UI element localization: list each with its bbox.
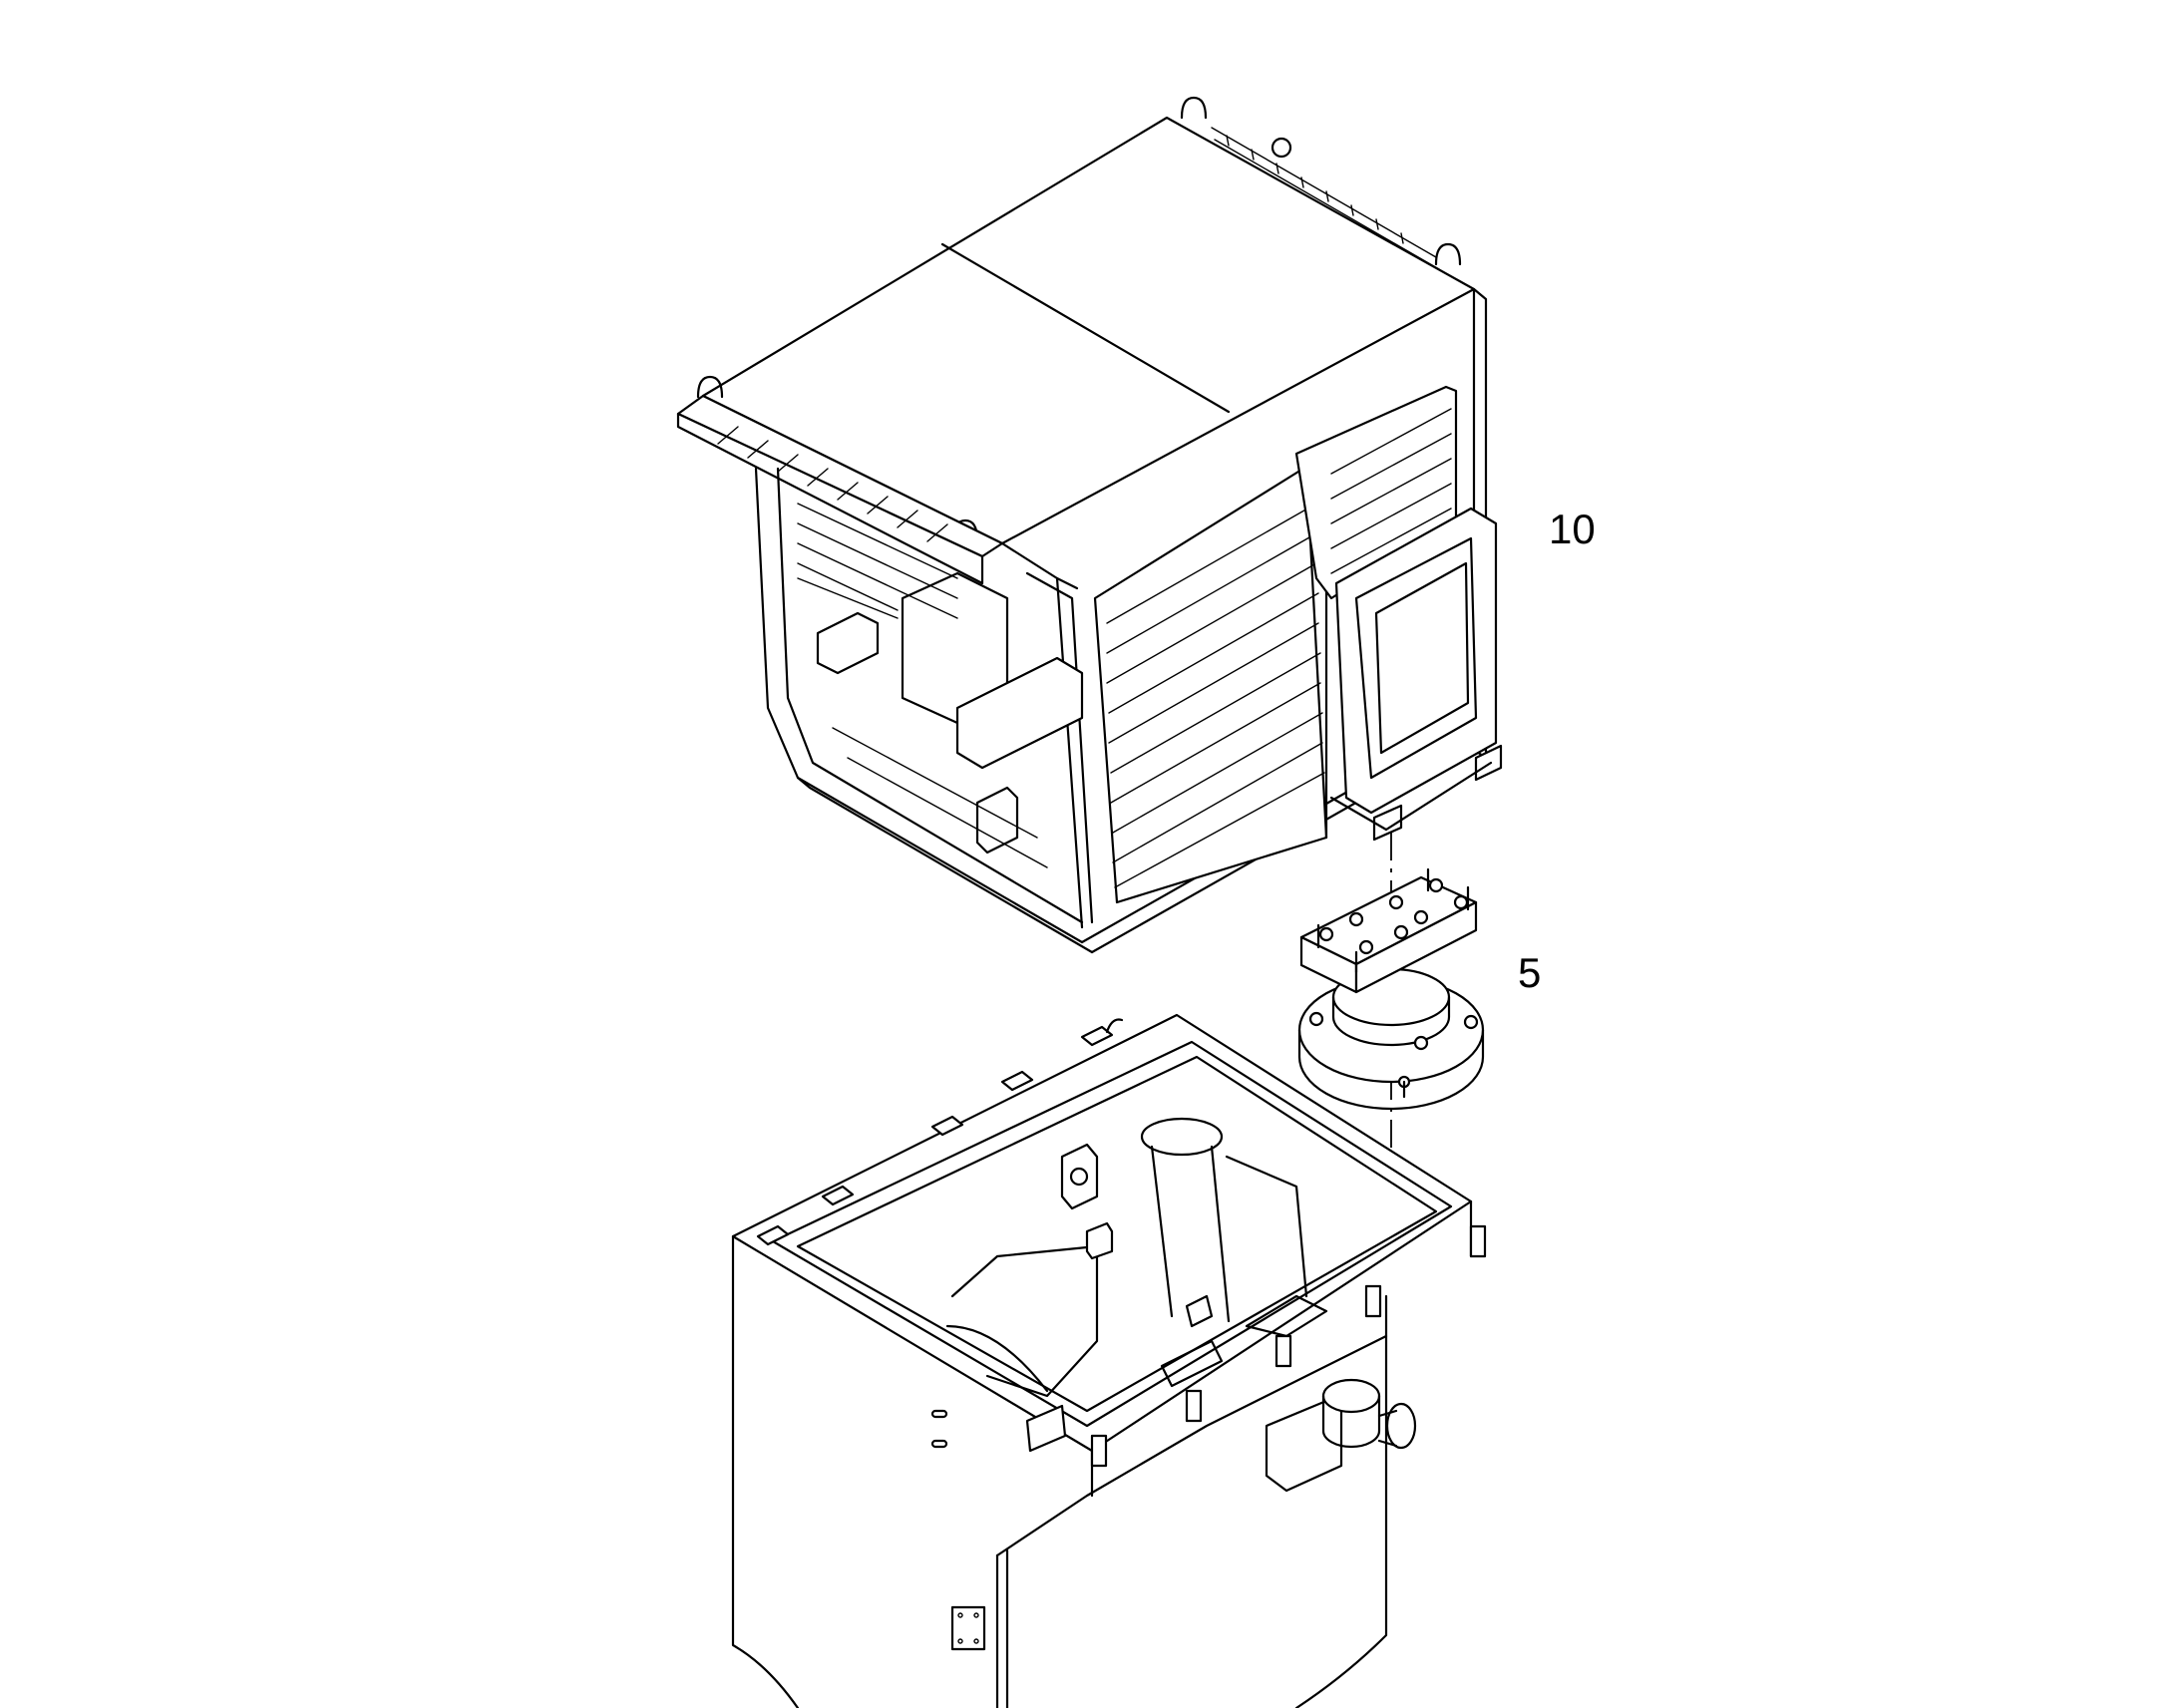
callout-part-5: 5 [1518,949,1542,996]
swivel-mount-icon [1297,867,1485,1111]
callout-part-10: 10 [1549,506,1596,552]
cab-assembly-icon [676,96,1503,954]
base-frame-icon [731,1013,1487,1708]
